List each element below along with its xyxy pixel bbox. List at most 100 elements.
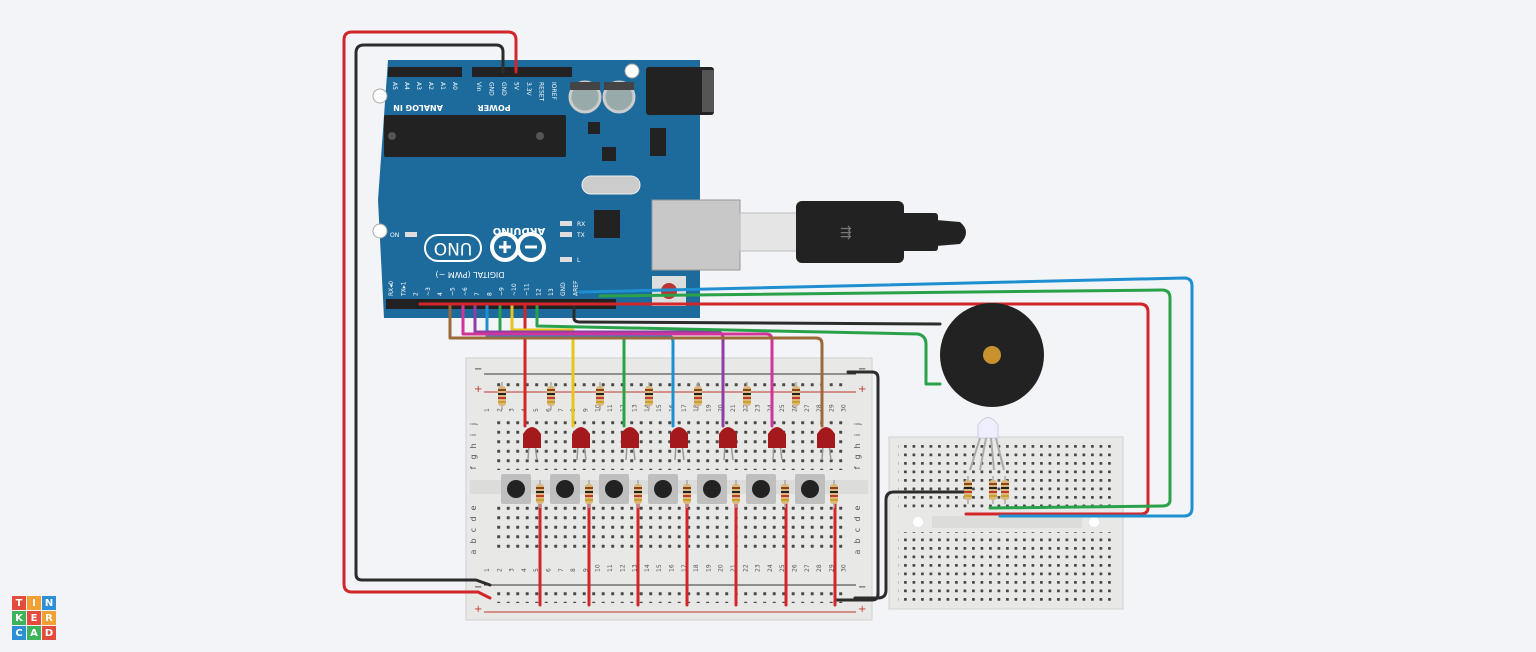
column-label: 11 [607, 404, 614, 412]
column-label: 24 [767, 404, 774, 412]
rail-minus-label: − [474, 364, 482, 375]
wire-rgb-gnd [853, 490, 968, 600]
column-label: 3 [509, 568, 516, 572]
power-pin-label: RESET [538, 82, 545, 102]
column-label: 6 [546, 568, 553, 572]
pushbutton [550, 474, 580, 504]
row-label: d [469, 516, 478, 521]
resistor [792, 382, 800, 410]
logo-letter: C [12, 626, 26, 640]
column-label: 14 [644, 564, 651, 572]
red-led [621, 427, 639, 461]
pushbutton [501, 474, 531, 504]
logo-letter: D [42, 626, 56, 640]
digital-pin-label: ~9 [499, 287, 506, 296]
resistor [498, 382, 506, 410]
column-label: 23 [755, 564, 762, 572]
pushbutton [697, 474, 727, 504]
row-label: j [853, 423, 862, 426]
column-label: 26 [792, 564, 799, 572]
column-label: 27 [804, 404, 811, 412]
column-label: 3 [509, 408, 516, 412]
component-parts[interactable] [498, 382, 838, 508]
red-led [817, 427, 835, 461]
resistor [645, 382, 653, 410]
resistor [634, 480, 642, 508]
column-label: 19 [705, 404, 712, 412]
column-label: 16 [669, 564, 676, 572]
power-pin-label: IOREF [550, 82, 557, 100]
column-label: 1 [484, 408, 491, 412]
power-label: POWER [477, 103, 510, 112]
logo-letter: N [42, 596, 56, 610]
column-label: 19 [705, 564, 712, 572]
svg-text:L: L [577, 257, 581, 264]
row-label: i [469, 434, 478, 436]
column-label: 9 [582, 568, 589, 572]
row-label: c [853, 528, 862, 532]
column-label: 10 [595, 404, 602, 412]
column-label: 9 [582, 408, 589, 412]
rgb-resistors[interactable] [964, 476, 1009, 504]
column-label: 7 [558, 408, 565, 412]
rail-minus-label: − [858, 582, 866, 593]
piezo-buzzer[interactable] [940, 303, 1044, 407]
column-label: 17 [681, 404, 688, 412]
column-label: 4 [521, 568, 528, 572]
analog-pin-label: A1 [439, 82, 446, 90]
logo-letter: T [12, 596, 26, 610]
resistor [989, 476, 997, 504]
row-label: i [853, 434, 862, 436]
analog-pin-label: A2 [427, 82, 434, 90]
row-label: f [469, 466, 478, 469]
resistor [596, 382, 604, 410]
pushbutton [795, 474, 825, 504]
arduino-uno-board[interactable] [372, 60, 741, 318]
column-label: 13 [632, 404, 639, 412]
svg-text:UNO: UNO [434, 238, 473, 258]
digital-pin-label: 12 [536, 288, 543, 296]
row-label: d [853, 516, 862, 521]
column-label: 20 [718, 564, 725, 572]
column-label: 22 [742, 404, 749, 412]
digital-pin-label: ~5 [450, 287, 457, 296]
column-label: 17 [681, 564, 688, 572]
resistor [547, 382, 555, 410]
column-label: 13 [632, 564, 639, 572]
rgb-led[interactable] [969, 417, 1005, 471]
digital-pin-label: RX◂0 [388, 281, 395, 296]
arduino-uno-label: UNO [434, 238, 473, 258]
digital-pin-label: 7 [474, 292, 481, 296]
pushbutton [746, 474, 776, 504]
column-label: 15 [656, 404, 663, 412]
digital-pin-label: 8 [486, 292, 493, 296]
column-label: 1 [484, 568, 491, 572]
column-label: 30 [841, 564, 848, 572]
svg-text:RX: RX [577, 221, 585, 228]
digital-pin-label: 13 [548, 288, 555, 296]
logo-letter: E [27, 611, 41, 625]
column-label: 26 [792, 404, 799, 412]
column-label: 2 [496, 408, 503, 412]
resistor [536, 480, 544, 508]
svg-text:POWER: POWER [477, 103, 510, 112]
wire-5v [342, 30, 518, 600]
logo-letter: K [12, 611, 26, 625]
column-label: 18 [693, 404, 700, 412]
row-label: e [853, 505, 862, 510]
red-led [719, 427, 737, 461]
small-breadboard[interactable] [888, 436, 1124, 610]
rail-plus-label: + [474, 384, 482, 395]
red-led [572, 427, 590, 461]
rail-plus-label: + [474, 604, 482, 615]
column-label: 25 [779, 404, 786, 412]
column-label: 15 [656, 564, 663, 572]
column-label: 30 [841, 404, 848, 412]
column-label: 28 [816, 404, 823, 412]
digital-pin-label: ~3 [425, 287, 432, 296]
power-pin-label: Vin [475, 82, 482, 92]
resistor [781, 480, 789, 508]
rail-minus-label: − [858, 364, 866, 375]
analog-pin-label: A4 [403, 82, 410, 90]
